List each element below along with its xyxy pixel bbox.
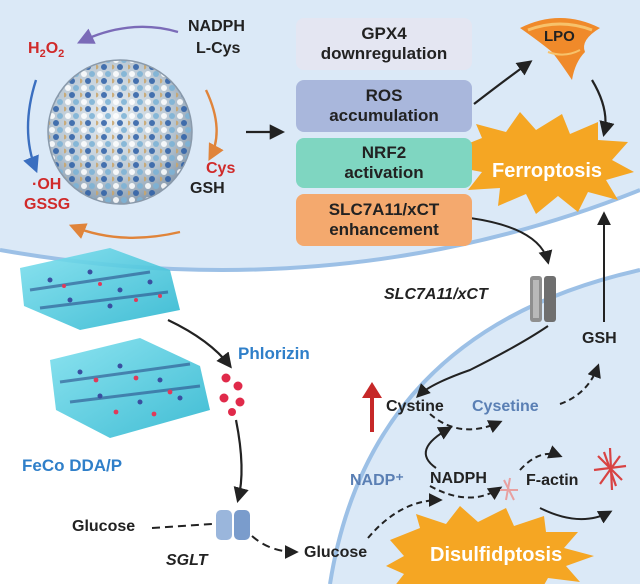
cys-label: Cys: [206, 160, 236, 177]
factin-label: F-actin: [526, 472, 579, 489]
cysetine-label: Cysetine: [472, 398, 539, 415]
arrow-glucose-dashed: [151, 523, 213, 529]
nadp-label: NADP⁺: [350, 472, 404, 489]
cycle-arrow-lcys-to-cys: [204, 89, 224, 161]
arrow-transporter-to-cystine: [416, 325, 549, 398]
phlorizin-label: Phlorizin: [238, 344, 310, 363]
arrow-glucose-to-nadph: [367, 493, 443, 539]
arrow-slc-to-transporter: [469, 217, 553, 265]
cycle-arrow-nadph-to-h2o2: [76, 25, 179, 44]
h2o2-label: H2O2: [28, 40, 65, 61]
phlorizin-molecules: [219, 373, 245, 416]
sglt-transporter: [216, 510, 250, 540]
upper-cell-region: [0, 0, 640, 270]
arrow-boxes-to-lpo: [473, 60, 533, 105]
cycle-arrow-h2o2-to-oh: [23, 79, 39, 174]
sglt-label: SGLT: [166, 552, 208, 569]
material-sheet-top: [20, 248, 180, 330]
slc7a11-label: SLC7A11/xCT: [384, 286, 488, 303]
nadph-bottom-label: NADPH: [430, 470, 487, 487]
factin-filaments-left: [500, 477, 518, 501]
ferroptosis-burst: [450, 112, 634, 214]
lpo-tornado: [520, 18, 600, 80]
arrow-nadph-to-factin: [519, 445, 563, 471]
nadph-top-label: NADPH: [188, 18, 245, 35]
ferroptosis-label: Ferroptosis: [492, 160, 603, 182]
lower-cell-region: [330, 270, 640, 584]
lcys-label: L-Cys: [196, 40, 241, 57]
increase-arrow: [362, 382, 382, 432]
arrow-cysetine-to-gsh: [559, 363, 601, 405]
cycle-arrow-gsh-to-gssg: [68, 223, 181, 239]
nanozyme-sphere: [47, 59, 193, 205]
arrow-material-to-phlorizin: [167, 319, 232, 369]
disulfidptosis-burst: [386, 506, 594, 584]
factin-filaments-right: [593, 447, 627, 491]
material-sheet-bottom: [50, 338, 210, 438]
arrow-sglt-to-glucose: [251, 535, 299, 559]
disulfidptosis-label: Disulfidptosis: [430, 544, 563, 566]
cystine-label: Cystine: [386, 398, 444, 415]
lower-membrane: [328, 268, 640, 584]
arrow-lpo-to-ferroptosis: [591, 79, 615, 137]
gssg-label: GSSG: [24, 196, 71, 213]
arrow-nadph-to-cystine: [424, 426, 453, 469]
slc7a11-transporter: [530, 276, 556, 322]
lpo-label: LPO: [544, 28, 575, 45]
arrow-factin-out: [539, 507, 613, 524]
material-label: FeCo DDA/P: [22, 456, 123, 475]
arrow-phlorizin-to-sglt: [233, 419, 249, 503]
glucose-outside-label: Glucose: [72, 518, 136, 535]
gsh-right-label: GSH: [582, 330, 617, 347]
gsh-top-label: GSH: [190, 180, 225, 197]
glucose-inside-label: Glucose: [304, 544, 368, 561]
hydroxyl-radical-label: ·OH: [32, 176, 62, 193]
